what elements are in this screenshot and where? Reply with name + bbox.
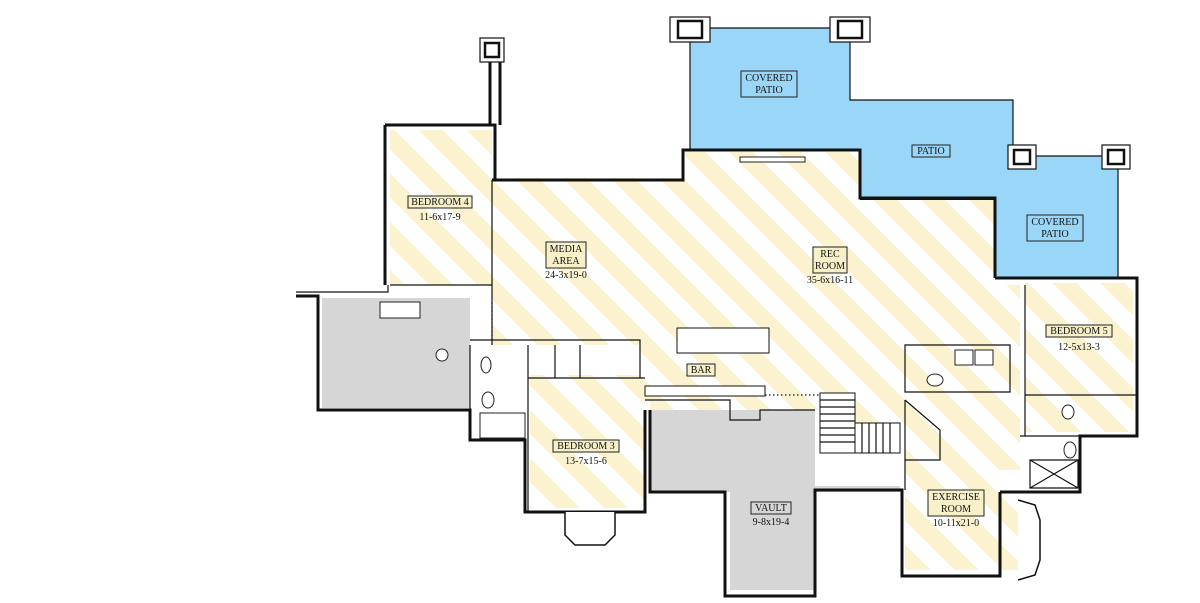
svg-text:REC: REC [820,249,840,260]
bathroom-fixtures [379,156,1077,459]
bar-island [644,385,766,397]
main-living-area [492,152,1020,570]
svg-text:BEDROOM 3: BEDROOM 3 [557,441,615,452]
sink [480,356,492,374]
vault-area [650,410,900,590]
bar-counter [676,327,770,354]
room-label-covered-patio-1: COVERED PATIO [740,70,798,98]
svg-text:VAULT: VAULT [755,503,787,514]
svg-text:COVERED: COVERED [745,73,792,84]
room-label-vault: VAULT 9-8x19-4 [750,501,792,528]
room-label-covered-patio-2: COVERED PATIO [1026,214,1084,242]
svg-text:11-6x17-9: 11-6x17-9 [419,212,460,223]
svg-text:ROOM: ROOM [815,261,845,272]
svg-text:12-5x13-3: 12-5x13-3 [1058,342,1100,353]
column-post [479,37,505,63]
svg-text:BAR: BAR [691,365,712,376]
sink [974,349,994,366]
utility-sink [379,301,421,319]
svg-text:COVERED: COVERED [1031,217,1078,228]
svg-text:10-11x21-0: 10-11x21-0 [933,518,979,529]
svg-text:35-6x16-11: 35-6x16-11 [807,275,853,286]
svg-text:PATIO: PATIO [1041,229,1068,240]
room-label-patio: PATIO [911,144,951,158]
room-label-bedroom4: BEDROOM 4 11-6x17-9 [407,195,473,223]
svg-text:AREA: AREA [552,256,580,267]
room-label-rec-room: REC ROOM 35-6x16-11 [807,246,853,286]
svg-text:ROOM: ROOM [941,504,971,515]
room-label-media-area: MEDIA AREA 24-3x19-0 [545,241,587,281]
svg-text:PATIO: PATIO [755,85,782,96]
column-post [1101,144,1131,170]
svg-text:13-7x15-6: 13-7x15-6 [565,456,607,467]
svg-text:EXERCISE: EXERCISE [932,492,980,503]
bathtub [479,412,526,439]
room-label-exercise-room: EXERCISE ROOM 10-11x21-0 [927,489,985,529]
toilet [926,373,944,387]
column-post [669,16,711,43]
sink [954,349,974,366]
room-label-bedroom5: BEDROOM 5 12-5x13-3 [1045,324,1113,353]
sink [1061,404,1075,420]
stair [819,392,901,454]
svg-text:9-8x19-4: 9-8x19-4 [753,517,790,528]
svg-text:PATIO: PATIO [917,146,944,157]
column-post [1007,144,1037,170]
room-label-bedroom3: BEDROOM 3 13-7x15-6 [552,439,620,467]
tv-console [739,156,806,163]
room-label-bar: BAR [686,363,716,377]
svg-text:MEDIA: MEDIA [550,244,584,255]
window-bay [1017,499,1041,581]
water-heater [435,348,449,362]
bedroom5-area [1025,283,1133,432]
toilet [1063,441,1077,459]
svg-text:BEDROOM 4: BEDROOM 4 [411,197,469,208]
svg-text:BEDROOM 5: BEDROOM 5 [1050,326,1108,337]
column-posts [479,16,1131,170]
window-bay [564,512,616,546]
svg-text:24-3x19-0: 24-3x19-0 [545,270,587,281]
mechanical-area [322,298,470,408]
column-post [829,16,871,43]
toilet [481,391,495,409]
